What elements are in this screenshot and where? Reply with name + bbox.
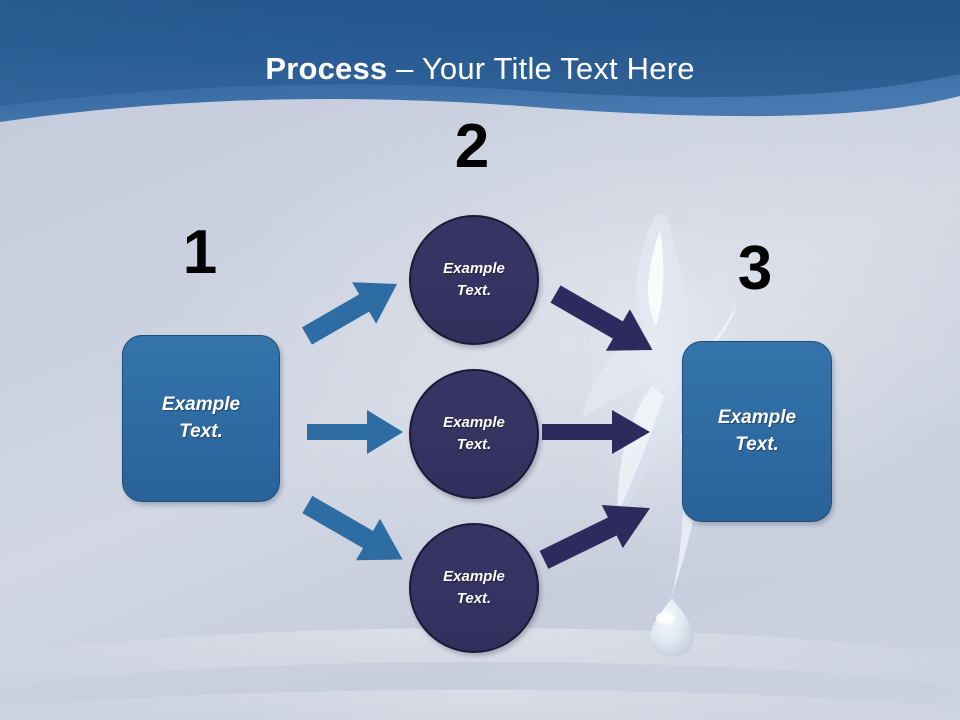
process-box-left[interactable]: Example Text. [122, 335, 280, 502]
process-circle-middle[interactable]: Example Text. [409, 369, 539, 499]
process-box-right-label: Example Text. [717, 406, 797, 455]
process-box-left-label: Example Text. [161, 393, 241, 442]
page-title: Process – Your Title Text Here [0, 51, 960, 86]
arrow-up-right-icon [301, 282, 398, 345]
process-circle-middle-label: Example Text. [443, 414, 505, 453]
step-number-1: 1 [182, 218, 218, 287]
process-circle-top[interactable]: Example Text. [409, 215, 539, 345]
water-droplet-icon [650, 598, 694, 657]
arrow-right-icon [307, 410, 403, 454]
step-number-3: 3 [737, 234, 773, 303]
process-circle-bottom-label: Example Text. [443, 568, 505, 607]
page-title-strong: Process [265, 51, 388, 86]
process-box-right[interactable]: Example Text. [682, 341, 832, 522]
arrow-up-right-icon [539, 504, 651, 569]
process-circle-bottom[interactable]: Example Text. [409, 523, 539, 653]
water-surface-band [0, 662, 960, 720]
step-number-2: 2 [454, 112, 490, 181]
process-circle-top-label: Example Text. [443, 260, 505, 299]
arrow-down-right-icon [550, 285, 653, 351]
page-title-rest: – Your Title Text Here [387, 51, 695, 86]
water-surface-band [0, 690, 960, 720]
arrow-right-icon [542, 410, 650, 454]
arrow-down-right-icon [302, 495, 403, 561]
